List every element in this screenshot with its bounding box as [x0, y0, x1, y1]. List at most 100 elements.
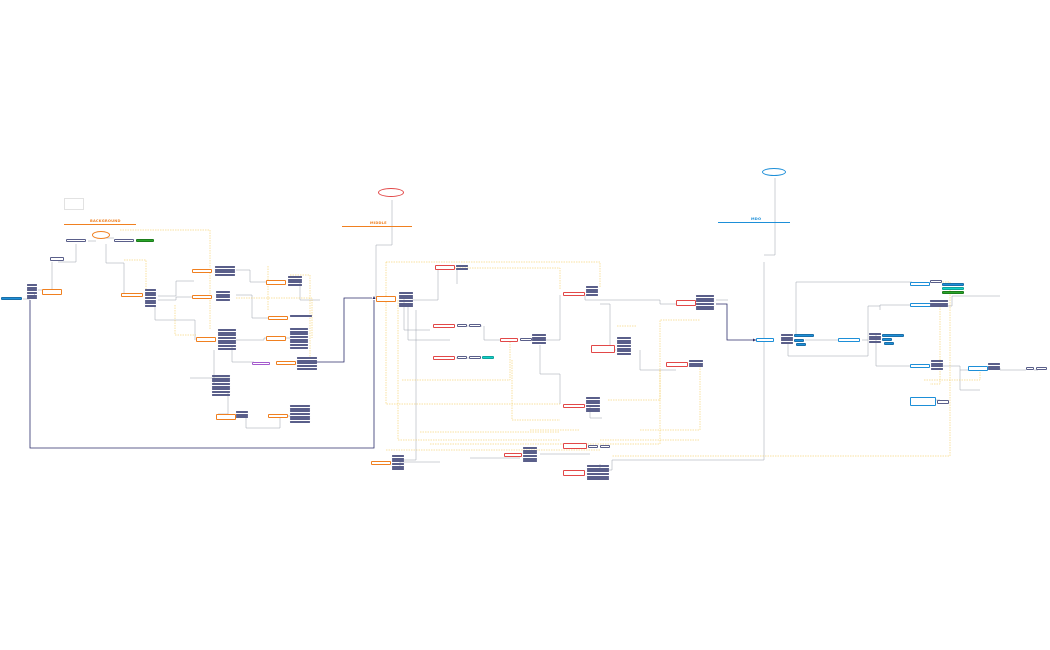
- yellow-connectors: [120, 229, 981, 457]
- process-node[interactable]: [500, 338, 518, 342]
- process-node[interactable]: [600, 445, 610, 448]
- field-stack: [212, 375, 230, 397]
- process-node[interactable]: [563, 292, 585, 296]
- process-node[interactable]: [676, 300, 696, 306]
- annotation-note: [592, 354, 616, 360]
- process-node[interactable]: [469, 324, 481, 327]
- field-stack: [689, 360, 703, 368]
- process-node[interactable]: [192, 269, 212, 273]
- status-badge: [884, 342, 894, 345]
- status-badge: [794, 334, 814, 337]
- field-stack: [290, 405, 310, 424]
- field-stack: [290, 328, 308, 350]
- process-node[interactable]: [268, 316, 288, 320]
- event-node[interactable]: [378, 188, 404, 197]
- process-node[interactable]: [121, 293, 143, 297]
- process-node[interactable]: [469, 356, 481, 359]
- status-badge: [942, 287, 964, 290]
- process-node[interactable]: [192, 295, 212, 299]
- field-stack: [216, 291, 230, 302]
- process-node[interactable]: [910, 282, 930, 286]
- process-node[interactable]: [666, 362, 688, 367]
- process-node[interactable]: [276, 361, 296, 365]
- process-node[interactable]: [266, 336, 286, 341]
- field-stack: [587, 465, 609, 481]
- field-stack: [696, 295, 714, 311]
- field-stack: [392, 455, 404, 471]
- start-node[interactable]: [1, 297, 22, 300]
- process-node[interactable]: [376, 296, 396, 302]
- process-node[interactable]: [910, 364, 930, 368]
- field-stack: [288, 276, 302, 287]
- field-stack: [215, 266, 235, 277]
- process-node[interactable]: [433, 324, 455, 328]
- section-title-middle: MIDDLE: [370, 221, 387, 225]
- annotation-note: [186, 381, 212, 387]
- process-node[interactable]: [457, 324, 467, 327]
- process-node[interactable]: [252, 362, 270, 365]
- process-node[interactable]: [520, 338, 532, 341]
- status-badge: [942, 291, 964, 294]
- field-stack: [290, 315, 312, 318]
- field-stack: [931, 360, 943, 371]
- field-stack: [297, 357, 317, 370]
- field-stack: [586, 286, 598, 297]
- process-node[interactable]: [435, 265, 455, 270]
- end-node[interactable]: [1036, 367, 1047, 370]
- process-node[interactable]: [563, 443, 587, 449]
- legend-box: [64, 198, 84, 210]
- field-stack: [586, 397, 600, 413]
- process-node[interactable]: [66, 239, 86, 242]
- event-node[interactable]: [762, 168, 786, 176]
- process-node[interactable]: [268, 414, 288, 418]
- process-node[interactable]: [910, 397, 936, 406]
- process-node[interactable]: [196, 337, 216, 342]
- status-badge: [794, 339, 804, 342]
- process-node[interactable]: [433, 356, 455, 360]
- decision-node[interactable]: [92, 231, 110, 239]
- field-stack: [27, 284, 37, 300]
- field-stack: [930, 300, 948, 308]
- field-stack: [218, 329, 236, 351]
- field-stack: [145, 289, 156, 308]
- field-stack: [869, 333, 881, 344]
- field-stack: [236, 411, 248, 419]
- process-node[interactable]: [563, 470, 585, 476]
- process-node[interactable]: [591, 345, 615, 353]
- process-node[interactable]: [563, 404, 585, 408]
- process-node[interactable]: [50, 257, 64, 261]
- process-node[interactable]: [457, 356, 467, 359]
- process-node[interactable]: [756, 338, 774, 342]
- process-node[interactable]: [371, 461, 391, 465]
- process-node[interactable]: [114, 239, 134, 242]
- process-node[interactable]: [588, 445, 598, 448]
- field-stack: [781, 334, 793, 345]
- field-stack: [523, 447, 537, 463]
- process-node[interactable]: [937, 400, 949, 404]
- process-node[interactable]: [968, 366, 988, 371]
- status-badge: [482, 356, 494, 359]
- field-stack: [988, 363, 1000, 371]
- status-badge: [882, 338, 892, 341]
- process-node[interactable]: [1026, 367, 1034, 370]
- section-rule-middle: [342, 226, 412, 227]
- field-stack: [532, 334, 546, 345]
- section-rule-left: [64, 224, 136, 225]
- gray-connectors: [23, 178, 1038, 471]
- process-node[interactable]: [838, 338, 860, 342]
- process-node[interactable]: [504, 453, 522, 457]
- field-stack: [617, 337, 631, 356]
- status-badge: [136, 239, 154, 242]
- process-node[interactable]: [216, 414, 236, 420]
- navy-connectors: [29, 297, 756, 449]
- field-stack: [399, 292, 413, 308]
- process-node[interactable]: [266, 280, 286, 285]
- section-title-right: MDO: [751, 217, 762, 221]
- process-node[interactable]: [910, 303, 932, 307]
- section-rule-right: [718, 222, 790, 223]
- process-node[interactable]: [42, 289, 62, 295]
- process-node[interactable]: [930, 280, 942, 283]
- status-badge: [942, 283, 964, 286]
